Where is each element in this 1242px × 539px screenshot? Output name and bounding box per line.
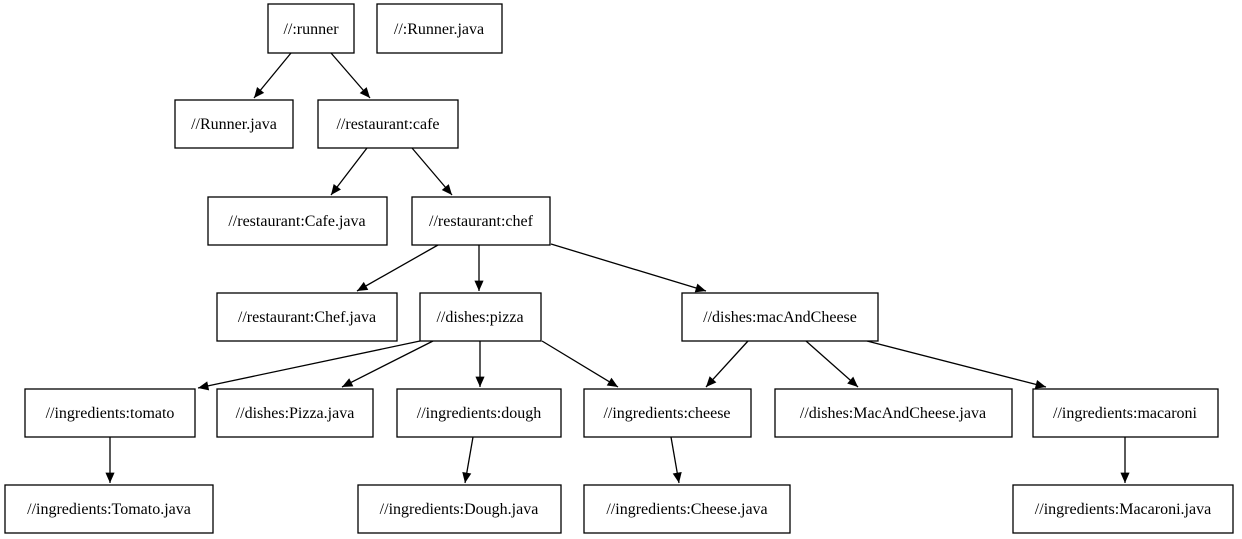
node-chef-java: //restaurant:Chef.java <box>216 292 398 342</box>
svg-text://ingredients:cheese: //ingredients:cheese <box>603 405 730 422</box>
node-runner-java: //Runner.java <box>174 99 294 149</box>
node-dough-java: //ingredients:Dough.java <box>357 484 562 534</box>
node-pizza: //dishes:pizza <box>419 292 542 342</box>
node-cafe-java: //restaurant:Cafe.java <box>207 196 388 246</box>
svg-text://Runner.java: //Runner.java <box>191 116 277 133</box>
edge-runner-to-runner-java <box>253 52 292 99</box>
node-runner-java-root: //:Runner.java <box>376 3 503 54</box>
edge-pizza-to-cheese <box>541 340 619 388</box>
node-macaroni: //ingredients:macaroni <box>1032 388 1219 438</box>
edge-cafe-to-chef <box>411 147 453 196</box>
node-macaroni-java: //ingredients:Macaroni.java <box>1012 484 1234 534</box>
svg-text://dishes:MacAndCheese.java: //dishes:MacAndCheese.java <box>800 405 986 422</box>
svg-text://:Runner.java: //:Runner.java <box>394 21 484 38</box>
edge-cheese-to-cheese-java <box>670 436 682 484</box>
node-mac-and-cheese-java: //dishes:MacAndCheese.java <box>774 388 1013 438</box>
svg-text://:runner: //:runner <box>283 21 339 38</box>
svg-text://ingredients:macaroni: //ingredients:macaroni <box>1053 405 1198 422</box>
edge-chef-to-mac-and-cheese <box>550 243 707 293</box>
edge-chef-to-chef-java <box>356 244 439 292</box>
edge-mac-and-cheese-to-macaroni <box>866 340 1047 389</box>
edges-layer <box>105 52 1130 484</box>
edge-pizza-to-tomato <box>197 340 421 391</box>
node-cheese: //ingredients:cheese <box>583 388 752 438</box>
svg-text://ingredients:Macaroni.java: //ingredients:Macaroni.java <box>1035 501 1211 518</box>
edge-dough-to-dough-java <box>462 436 474 484</box>
node-mac-and-cheese: //dishes:macAndCheese <box>681 292 879 342</box>
svg-text://dishes:macAndCheese: //dishes:macAndCheese <box>703 309 857 326</box>
edge-mac-and-cheese-to-cheese <box>705 340 749 388</box>
node-dough: //ingredients:dough <box>396 388 562 438</box>
node-runner: //:runner <box>267 3 355 54</box>
svg-text://restaurant:chef: //restaurant:chef <box>429 213 534 230</box>
svg-text://ingredients:Cheese.java: //ingredients:Cheese.java <box>606 501 767 518</box>
svg-text://ingredients:dough: //ingredients:dough <box>417 405 541 422</box>
nodes-layer: //:runner //:Runner.java //Runner.java /… <box>4 3 1234 534</box>
edge-runner-to-cafe <box>330 52 371 99</box>
svg-text://ingredients:tomato: //ingredients:tomato <box>46 405 175 422</box>
svg-text://ingredients:Dough.java: //ingredients:Dough.java <box>380 501 539 518</box>
node-pizza-java: //dishes:Pizza.java <box>216 388 374 438</box>
node-cafe: //restaurant:cafe <box>317 99 459 149</box>
node-tomato: //ingredients:tomato <box>24 388 196 438</box>
svg-text://restaurant:Cafe.java: //restaurant:Cafe.java <box>228 213 365 230</box>
edge-mac-and-cheese-to-mac-and-cheese-java <box>805 340 859 388</box>
node-chef: //restaurant:chef <box>411 196 551 246</box>
svg-text://ingredients:Tomato.java: //ingredients:Tomato.java <box>27 501 191 518</box>
svg-text://restaurant:cafe: //restaurant:cafe <box>336 116 439 133</box>
svg-text://dishes:pizza: //dishes:pizza <box>436 309 523 326</box>
edge-pizza-to-pizza-java <box>341 340 434 388</box>
svg-text://dishes:Pizza.java: //dishes:Pizza.java <box>236 405 355 422</box>
node-cheese-java: //ingredients:Cheese.java <box>583 484 791 534</box>
svg-text://restaurant:Chef.java: //restaurant:Chef.java <box>238 309 376 326</box>
edge-cafe-to-cafe-java <box>330 147 368 196</box>
node-tomato-java: //ingredients:Tomato.java <box>4 484 214 534</box>
